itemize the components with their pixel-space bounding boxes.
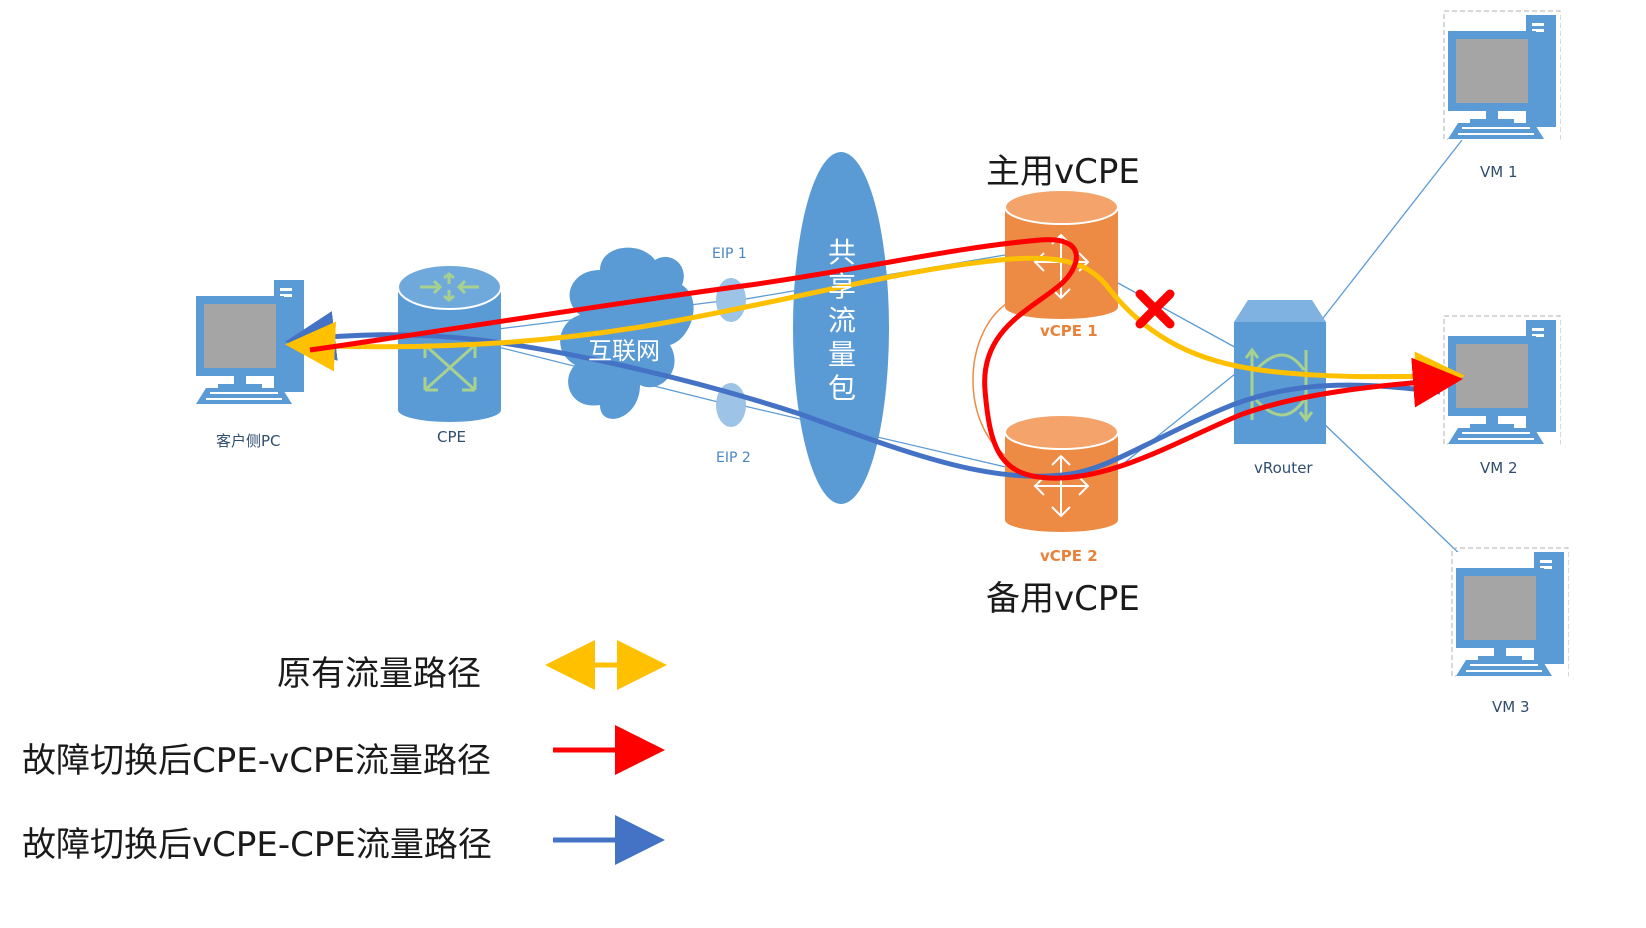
vcpe1-router-icon <box>1004 189 1119 319</box>
primary-vcpe-title: 主用vCPE <box>986 152 1140 192</box>
vcpe2-label: vCPE 2 <box>1040 547 1098 565</box>
client-pc-label: 客户侧PC <box>216 432 281 450</box>
vm1-label: VM 1 <box>1480 163 1518 181</box>
legend-original-label: 原有流量路径 <box>277 654 481 694</box>
legend-forward-label: 故障切换后CPE-vCPE流量路径 <box>22 741 491 781</box>
vrouter-label: vRouter <box>1254 459 1313 477</box>
vm3-label: VM 3 <box>1492 698 1530 716</box>
legend-return-label: 故障切换后vCPE-CPE流量路径 <box>22 825 492 865</box>
vm3-monitor-icon <box>1451 547 1569 678</box>
shared-bandwidth-label: 共享流量包 <box>827 236 856 405</box>
eip2-label: EIP 2 <box>716 450 751 466</box>
eip1-label: EIP 1 <box>712 246 747 262</box>
vcpe1-label: vCPE 1 <box>1040 322 1098 340</box>
failure-x-icon <box>1135 289 1175 329</box>
original-path <box>285 255 1465 402</box>
internet-label: 互联网 <box>588 337 660 365</box>
vm2-monitor-icon <box>1443 315 1561 446</box>
vm2-label: VM 2 <box>1480 459 1518 477</box>
failover-forward-path <box>309 237 1463 481</box>
backup-vcpe-title: 备用vCPE <box>986 579 1140 619</box>
cpe-label: CPE <box>437 428 466 446</box>
client-pc-monitor-icon <box>195 279 309 406</box>
vm1-monitor-icon <box>1443 10 1561 141</box>
